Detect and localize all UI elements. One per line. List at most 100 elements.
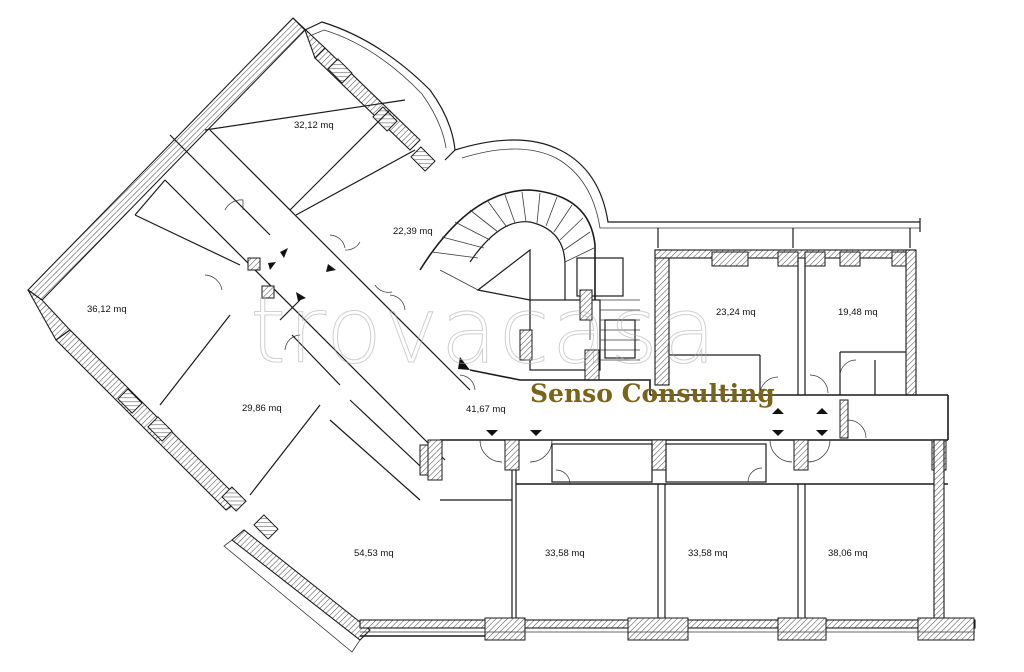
pillar (427, 439, 443, 481)
door-swing (769, 439, 793, 463)
elevator-shaft (604, 319, 636, 359)
room-area-label: 38,06 mq (828, 548, 868, 559)
partition (249, 404, 321, 496)
room-area-label: 41,67 mq (466, 404, 506, 415)
wall (654, 249, 670, 386)
direction-arrows (268, 248, 828, 436)
arrow-marker (296, 292, 306, 301)
elevator-shaft (576, 257, 624, 297)
room-area-label: 54,53 mq (354, 548, 394, 559)
pillar (147, 416, 173, 442)
arrow-marker (772, 430, 784, 436)
pillar (651, 439, 667, 471)
balcony-top-inner (311, 29, 447, 149)
partition (169, 134, 271, 236)
arrow-marker (816, 408, 828, 414)
pillar (584, 349, 600, 381)
arrow-marker (530, 430, 542, 436)
stair-bottom-wall (469, 369, 651, 395)
partition (329, 419, 421, 501)
door-swing (847, 419, 867, 439)
room-area-label: 32,12 mq (294, 120, 334, 131)
room-area-label: 19,48 mq (838, 307, 878, 318)
door-swing (204, 274, 223, 291)
door-swing (747, 467, 763, 483)
room-area-label: 33,58 mq (545, 548, 585, 559)
door-swing (759, 376, 779, 396)
pillar (839, 251, 861, 267)
arrow-marker (486, 430, 498, 436)
pillar (261, 285, 275, 299)
pillar (117, 388, 143, 414)
door-swing (344, 241, 361, 251)
pillar (627, 617, 689, 641)
north-right-walls (654, 249, 917, 396)
partition (134, 179, 166, 216)
bottom-left-walls (223, 470, 513, 653)
partition (134, 214, 241, 266)
door-swing (284, 334, 301, 351)
outer-wall-nw (27, 17, 306, 301)
door-swing (807, 439, 831, 463)
pillar (327, 58, 353, 84)
door-swing (555, 469, 571, 485)
stair-inner-curve (469, 221, 566, 300)
pillar (917, 617, 975, 641)
outer-wall-east-north (905, 249, 917, 396)
arrow-marker (268, 262, 276, 270)
north-balcony (454, 139, 921, 248)
pillar (839, 399, 849, 439)
pillar (711, 251, 749, 267)
pillar (504, 439, 520, 471)
door-swing (529, 439, 553, 463)
door-swing (329, 234, 346, 249)
outer-wall-ne-2 (314, 47, 421, 151)
outer-wall-sw (55, 329, 241, 511)
balcony-bottom-left (223, 539, 361, 653)
door-swing (839, 359, 857, 376)
pillar (410, 146, 436, 172)
door-swing (389, 294, 406, 311)
pillar (777, 617, 827, 641)
door-swing (224, 199, 244, 211)
room-area-label: 29,86 mq (242, 403, 282, 414)
door-swing (459, 374, 476, 391)
stair-treads (431, 191, 595, 263)
outer-wall-west-corner (27, 289, 71, 341)
pillar (579, 289, 593, 321)
room-area-label: 22,39 mq (393, 226, 433, 237)
pillar (519, 329, 533, 361)
balcony-north-inner (461, 148, 920, 229)
inner-wall (164, 179, 446, 461)
partition (291, 334, 341, 386)
balcony-north-outline (454, 139, 920, 223)
door-swing (374, 284, 393, 293)
closet (665, 443, 767, 483)
partition (279, 299, 301, 321)
arrow-marker (772, 408, 784, 414)
stair-core (419, 189, 651, 395)
partition (204, 99, 406, 131)
stair-line (439, 269, 479, 291)
pillar (247, 257, 261, 271)
pillar (793, 439, 809, 471)
stair-island (476, 248, 531, 301)
balcony-top (304, 21, 456, 161)
room-labels: 32,12 mq 22,39 mq 36,12 mq 29,86 mq 41,6… (87, 120, 878, 559)
pillar (372, 106, 398, 132)
south-walls (359, 439, 976, 641)
left-wing-walls (27, 17, 471, 540)
stair-outer-curve (419, 189, 596, 300)
partition (289, 109, 391, 211)
pillar (777, 251, 799, 267)
arrow-marker (280, 248, 288, 258)
arrow-marker (816, 430, 828, 436)
room-area-label: 23,24 mq (716, 307, 756, 318)
corridor-walls (440, 394, 949, 463)
door-swing (479, 439, 503, 463)
arrow-marker (326, 264, 336, 272)
pillar (804, 251, 826, 267)
pillar (484, 617, 526, 641)
